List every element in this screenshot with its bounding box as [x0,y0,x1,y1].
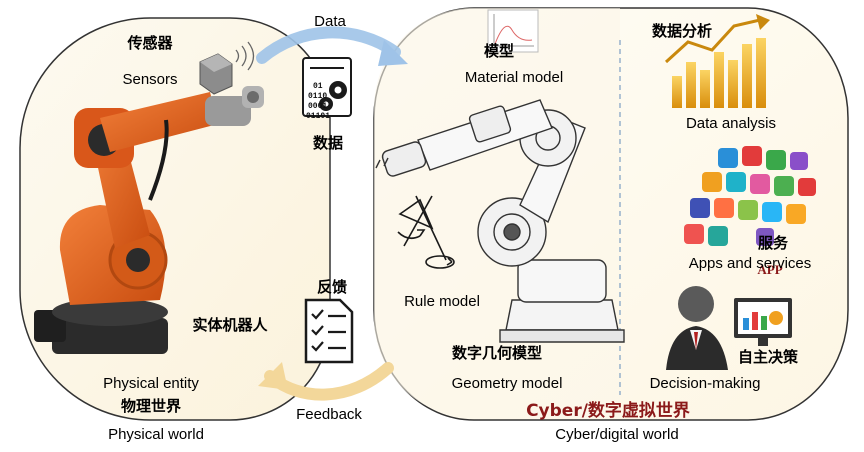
entity-en-label: Physical entity [103,375,199,392]
cyber-world-cn-label: Cyber/数字虚拟世界 [526,400,690,421]
industrial-robot-image [34,86,264,354]
wireframe-robot-model [375,99,625,343]
data-cn-label: 数据 [313,134,343,152]
data-bit-row-4: 01101 [306,112,330,121]
geometry-en-label: Geometry model [452,375,563,392]
material-en-label: Material model [465,69,563,86]
feedback-cn-label: 反馈 [317,278,347,296]
apps-overlay-label: APP [757,262,782,277]
material-cn-label: 模型 [484,42,514,60]
cyber-world-cn-latin: Cyber [526,401,582,421]
analysis-en-label: Data analysis [686,115,776,132]
data-bit-row-1: 01 [313,82,323,91]
data-arrow [256,26,408,66]
geometry-cn-label: 数字几何模型 [452,344,542,362]
apps-cluster-icon [684,146,816,246]
data-document-icon [302,57,352,117]
physical-world-cn-label: 物理世界 [121,397,181,415]
analysis-cn-label: 数据分析 [652,22,712,40]
data-en-label: Data [314,13,346,30]
data-bit-row-2: 0110 [308,92,327,101]
cyber-world-en-label: Cyber/digital world [555,426,678,443]
rule-model-label: Rule model [404,293,480,310]
entity-cn-label: 实体机器人 [192,316,268,334]
cyber-world-cn-text: 数字虚拟世界 [588,400,690,421]
decision-en-label: Decision-making [650,375,761,392]
decision-cn-label: 自主决策 [738,348,799,366]
cyber-world-cn-separator: / [582,401,589,421]
feedback-checklist-icon [304,298,354,364]
data-analysis-chart-icon [664,14,770,108]
sensors-cn-label: 传感器 [126,34,173,52]
apps-cn-label: 服务 [758,234,789,252]
apps-en-label: Apps and services [689,255,812,272]
sensors-en-label: Sensors [122,71,177,88]
feedback-arrow [258,362,394,401]
decision-maker-icon [666,286,792,370]
material-model-chart-icon [487,9,539,53]
data-bit-row-3: 0001 [308,102,327,111]
physical-world-en-label: Physical world [108,426,204,443]
sensor-device-icon [199,41,255,95]
feedback-en-label: Feedback [296,406,362,423]
rule-model-icon [397,195,455,269]
